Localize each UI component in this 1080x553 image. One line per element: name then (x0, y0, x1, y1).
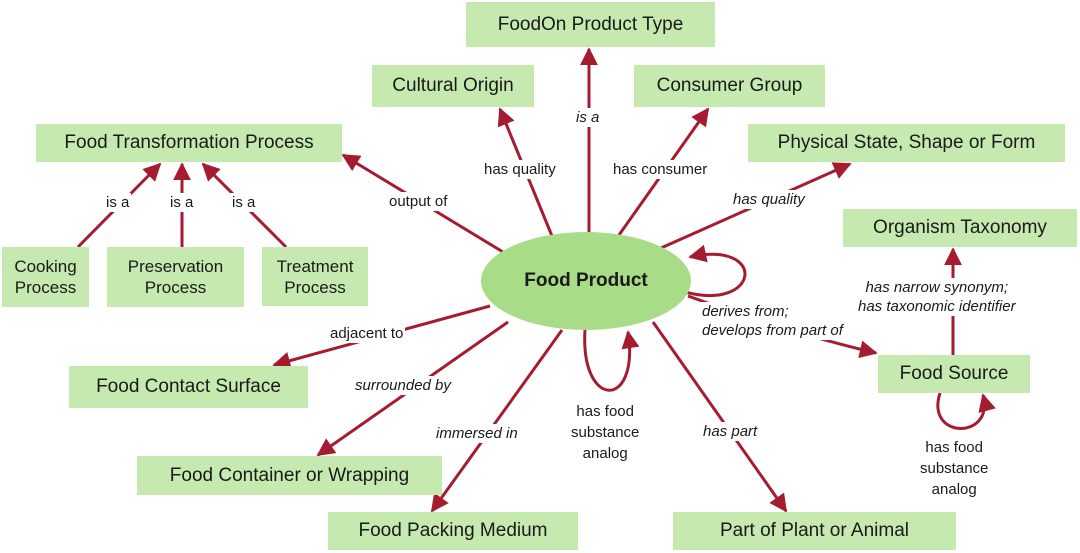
node-food-container-or-wrapping[interactable]: Food Container or Wrapping (137, 456, 442, 495)
node-part-of-plant-or-animal[interactable]: Part of Plant or Animal (673, 512, 956, 550)
edge-label-is-a-preservation: is a (168, 193, 196, 212)
edge-derives-self-loop (684, 244, 747, 298)
node-food-packing-medium[interactable]: Food Packing Medium (328, 512, 578, 550)
edge-label-surrounded-by: surrounded by (353, 376, 453, 395)
edge-label-substance-analog-source: has food substance analog (918, 437, 991, 500)
edge-immersed-in (430, 329, 564, 513)
edge-substance-analog-source (936, 392, 996, 430)
node-cooking-process[interactable]: Cooking Process (2, 247, 89, 307)
node-food-source[interactable]: Food Source (878, 355, 1030, 393)
edge-label-substance-analog-center: has food substance analog (569, 401, 642, 464)
node-foodon-product-type[interactable]: FoodOn Product Type (466, 2, 715, 47)
edge-label-derives-from: derives from; develops from part of (700, 302, 845, 340)
edge-label-taxonomy: has narrow synonym; has taxonomic identi… (856, 278, 1018, 316)
edge-has-part (651, 321, 788, 513)
edge-label-is-a-treatment: is a (230, 193, 258, 212)
edge-label-has-quality-physical: has quality (731, 190, 807, 209)
edge-label-has-part: has part (701, 422, 760, 441)
node-food-transformation-process[interactable]: Food Transformation Process (36, 124, 342, 162)
node-consumer-group[interactable]: Consumer Group (634, 65, 825, 107)
edge-label-immersed-in: immersed in (434, 424, 520, 443)
edge-label-is-a-cooking: is a (104, 193, 132, 212)
node-food-contact-surface[interactable]: Food Contact Surface (69, 366, 308, 408)
edge-substance-analog-center (583, 329, 640, 392)
edge-label-has-consumer: has consumer (611, 160, 710, 179)
center-label: Food Product (524, 270, 648, 291)
edge-label-is-a-top: is a (574, 108, 602, 127)
node-organism-taxonomy[interactable]: Organism Taxonomy (843, 209, 1077, 247)
edge-label-adjacent-to: adjacent to (328, 324, 406, 343)
node-food-product-center[interactable]: Food Product (481, 232, 691, 330)
node-physical-state[interactable]: Physical State, Shape or Form (748, 124, 1065, 162)
node-cultural-origin[interactable]: Cultural Origin (372, 65, 534, 107)
node-preservation-process[interactable]: Preservation Process (107, 247, 244, 307)
edge-label-has-quality-cultural: has quality (482, 160, 558, 179)
node-treatment-process[interactable]: Treatment Process (262, 247, 368, 306)
edge-label-output-of: output of (387, 192, 450, 211)
